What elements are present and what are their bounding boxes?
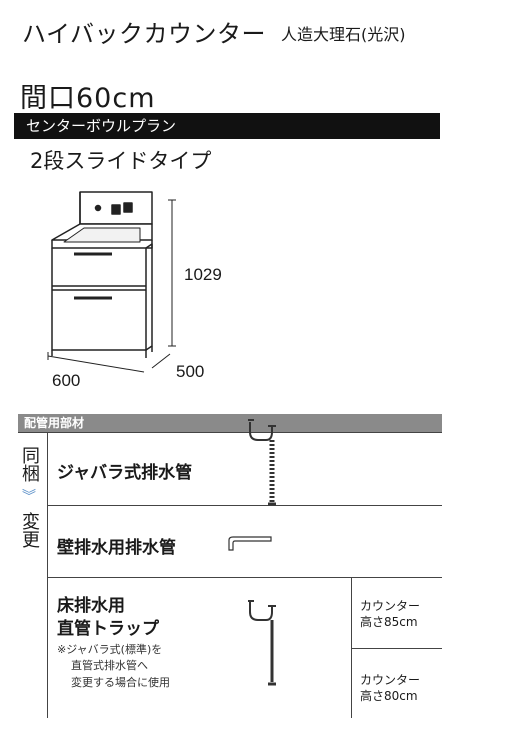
option-85-line1: カウンター xyxy=(360,599,421,613)
frontage-width: 間口60cm xyxy=(20,83,156,114)
height-dimension: 1029 xyxy=(184,265,222,284)
wall-pipe-icon xyxy=(228,536,272,551)
item-wall-drain-pipe: 壁排水用排水管 xyxy=(57,538,176,558)
note-line2: 直管式排水管へ xyxy=(71,659,148,672)
product-title: ハイバックカウンター xyxy=(22,20,267,48)
item-floor-drain-line2: 直管トラップ xyxy=(57,619,159,639)
bellows-pipe-icon xyxy=(248,419,276,506)
piping-section-header: 配管用部材 xyxy=(18,414,442,432)
material-label: 人造大理石(光沢) xyxy=(281,25,406,44)
depth-dimension: 500 xyxy=(176,362,205,381)
chevron-down-icon: ︾ xyxy=(22,489,36,505)
item-floor-drain-line1: 床排水用 xyxy=(57,596,125,616)
change-label: 変更 xyxy=(19,512,40,548)
item-bellows-drain-pipe: ジャバラ式排水管 xyxy=(57,463,193,483)
plan-name-bar: センターボウルプラン xyxy=(14,113,440,139)
cabinet-illustration xyxy=(47,191,176,373)
option-80-line2: 高さ80cm xyxy=(360,689,418,703)
note-line1: ※ジャバラ式(標準)を xyxy=(57,643,163,656)
option-85-line2: 高さ85cm xyxy=(360,615,418,629)
option-80-line1: カウンター xyxy=(360,673,421,687)
note-line3: 変更する場合に使用 xyxy=(71,676,170,689)
drawer-type: 2段スライドタイプ xyxy=(30,149,212,173)
straight-trap-icon xyxy=(248,600,276,686)
width-dimension: 600 xyxy=(52,371,81,390)
bundle-label: 同梱 xyxy=(19,446,40,482)
